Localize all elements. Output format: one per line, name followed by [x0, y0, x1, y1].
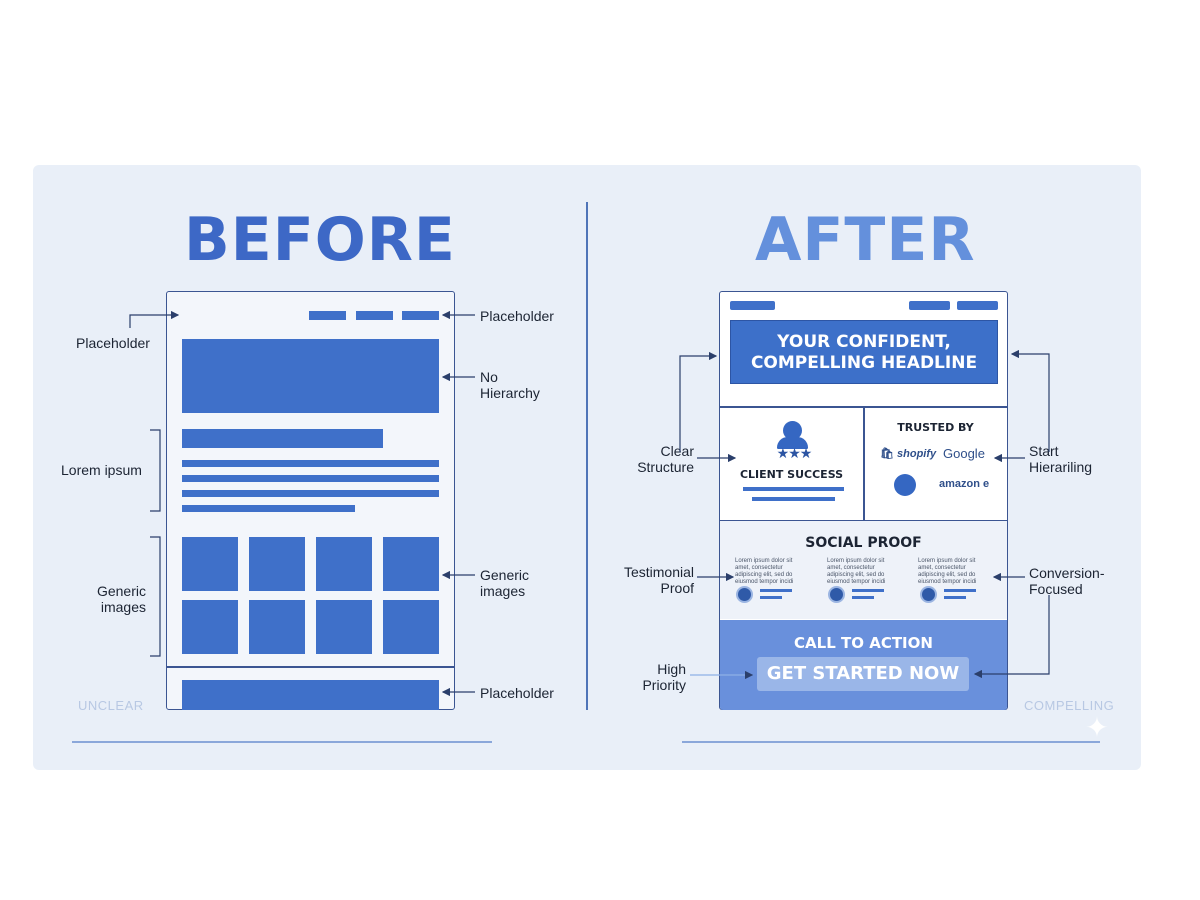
- client-success-label: CLIENT SUCCESS: [739, 468, 844, 481]
- before-nav-bar: [356, 311, 393, 320]
- after-row-divider: [720, 520, 1007, 522]
- after-title: AFTER: [755, 205, 976, 275]
- avatar: [828, 586, 845, 603]
- before-nav-bar: [402, 311, 439, 320]
- after-logo-bar: [730, 301, 775, 310]
- annotation-high-priority: High Priority: [642, 661, 686, 693]
- before-text-line: [182, 490, 439, 497]
- before-image-tile: [316, 537, 372, 591]
- annotation-placeholder-bottom: Placeholder: [480, 685, 554, 701]
- circle-logo-icon: [894, 474, 916, 496]
- before-nav-bar: [309, 311, 346, 320]
- client-success-line: [752, 497, 835, 501]
- client-success-line: [743, 487, 844, 491]
- before-text-heading: [182, 429, 383, 448]
- trusted-by-label: TRUSTED BY: [897, 421, 974, 434]
- testimonial-line: [852, 589, 884, 592]
- social-proof-section: [720, 521, 1007, 619]
- before-hero-block: [182, 339, 439, 413]
- google-logo: Google: [943, 446, 985, 461]
- before-image-tile: [182, 537, 238, 591]
- unclear-label: UNCLEAR: [78, 698, 144, 713]
- amazon-logo: amazon e: [939, 478, 990, 490]
- annotation-lorem-ipsum: Lorem ipsum: [61, 462, 142, 478]
- shopify-logo: 🛍 shopify: [880, 448, 937, 460]
- before-text-line: [182, 460, 439, 467]
- before-image-tile: [383, 537, 439, 591]
- after-nav-bar: [909, 301, 950, 310]
- annotation-conversion-focused: Conversion- Focused: [1029, 565, 1105, 597]
- before-image-tile: [316, 600, 372, 654]
- get-started-button[interactable]: GET STARTED NOW: [757, 657, 969, 691]
- testimonial-line: [852, 596, 874, 599]
- before-text-line: [182, 475, 439, 482]
- call-to-action-label: CALL TO ACTION: [794, 634, 933, 652]
- avatar: [736, 586, 753, 603]
- annotation-no-hierarchy: No Hierarchy: [480, 369, 540, 401]
- shopify-logo-text: shopify: [897, 448, 937, 460]
- testimonial-line: [944, 596, 966, 599]
- testimonial-text: Lorem ipsum dolor sit amet, consectetur …: [827, 558, 886, 585]
- before-image-tile: [249, 600, 305, 654]
- user-icon-body: [777, 437, 808, 449]
- annotation-placeholder-top: Placeholder: [480, 308, 554, 324]
- testimonial-line: [760, 596, 782, 599]
- star-rating-icon: ★★★: [776, 445, 813, 461]
- before-image-tile: [383, 600, 439, 654]
- before-image-tile: [182, 600, 238, 654]
- before-text-line: [182, 505, 355, 512]
- before-title: BEFORE: [184, 205, 456, 275]
- after-column-divider: [863, 406, 865, 520]
- annotation-start-hierarchy: Start Hierariling: [1029, 443, 1093, 475]
- annotation-clear-structure: Clear Structure: [637, 443, 694, 475]
- after-headline-text: YOUR CONFIDENT, COMPELLING HEADLINE: [750, 332, 978, 373]
- after-headline: YOUR CONFIDENT, COMPELLING HEADLINE: [730, 320, 998, 384]
- user-icon: [783, 421, 802, 440]
- before-image-tile: [249, 537, 305, 591]
- annotation-generic-images-left: Generic images: [96, 583, 146, 615]
- testimonial-line: [944, 589, 976, 592]
- testimonial-text: Lorem ipsum dolor sit amet, consectetur …: [918, 558, 977, 585]
- before-footer-block: [182, 680, 439, 710]
- center-divider: [586, 202, 588, 710]
- amazon-logo-text: amazon: [939, 478, 980, 490]
- annotation-generic-images-right: Generic images: [480, 567, 530, 599]
- before-footer-divider: [167, 666, 454, 668]
- after-nav-bar: [957, 301, 998, 310]
- sparkle-icon: ✦: [1085, 712, 1109, 743]
- avatar: [920, 586, 937, 603]
- compelling-label: COMPELLING: [1024, 698, 1115, 713]
- testimonial-line: [760, 589, 792, 592]
- testimonial-text: Lorem ipsum dolor sit amet, consectetur …: [735, 558, 794, 585]
- social-proof-title: SOCIAL PROOF: [805, 535, 922, 551]
- annotation-placeholder-left: Placeholder: [76, 335, 150, 351]
- annotation-testimonial-proof: Testimonial Proof: [623, 564, 694, 596]
